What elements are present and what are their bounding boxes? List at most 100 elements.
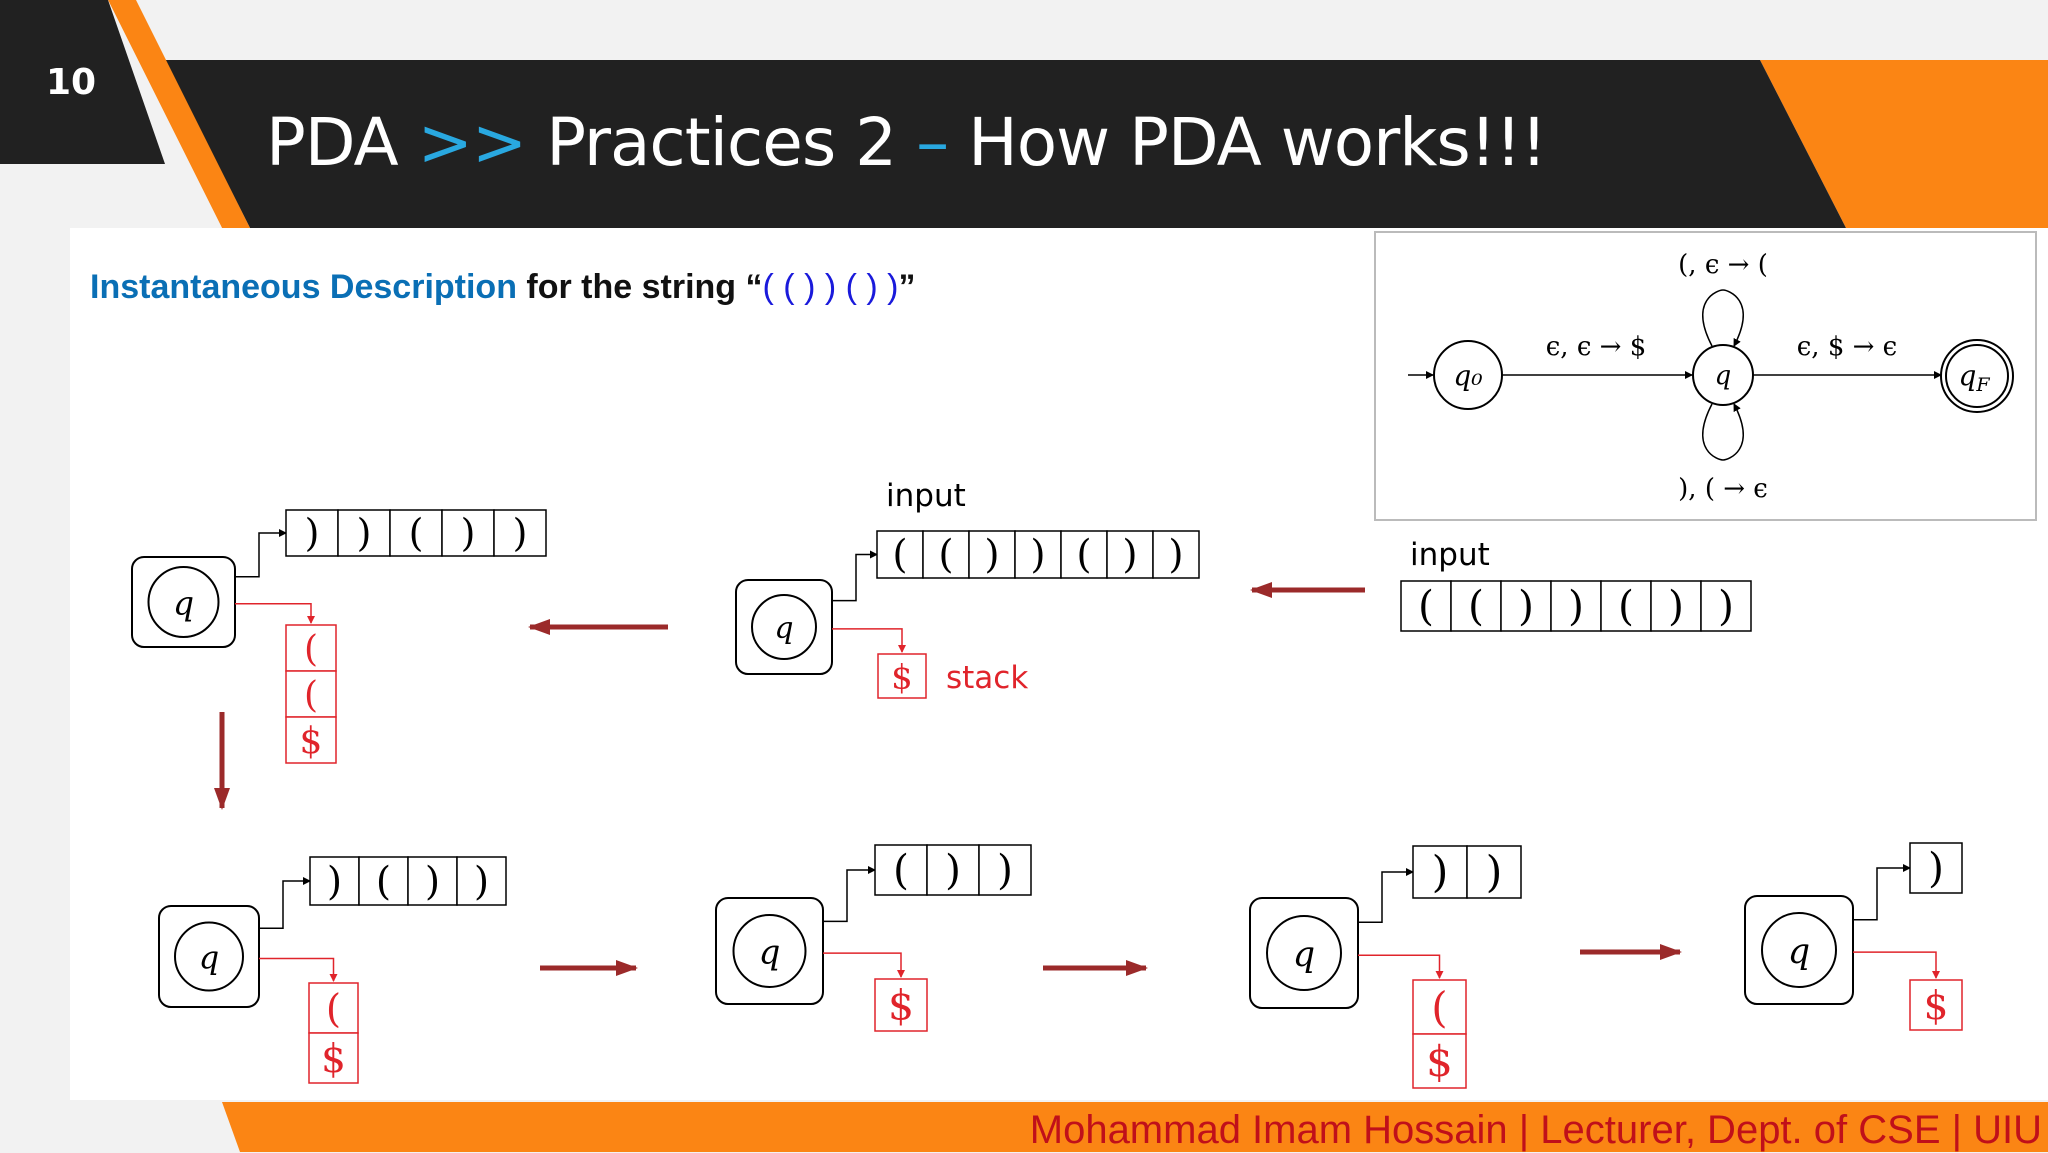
stack: $ [874, 978, 928, 1032]
tape-symbol: ) [1486, 848, 1503, 898]
tape-symbol: ) [513, 511, 528, 555]
title-separator-2: – [916, 104, 949, 181]
input-tape: )) [1412, 845, 1522, 899]
tape-cell [876, 530, 924, 579]
input-head-pointer [823, 866, 876, 923]
initial-input-group: input (())()) [1400, 537, 1752, 632]
initial-input-tape: (())()) [1400, 580, 1752, 632]
tape-cell [358, 856, 409, 906]
tape-cell [1466, 845, 1522, 899]
flow-arrows [214, 582, 1682, 976]
stack-pointer [235, 603, 315, 624]
tape-symbol: ) [357, 511, 372, 555]
tape-symbol: ( [893, 846, 909, 894]
tape-symbol: ( [1618, 582, 1634, 630]
state-circle [1761, 912, 1837, 988]
state-circle [174, 921, 244, 992]
stack-cell [1412, 979, 1467, 1035]
state-qf-sub: F [1975, 374, 1990, 396]
tape-cell [1650, 580, 1702, 632]
stack-symbol: ( [304, 675, 318, 716]
stack-cell [877, 653, 927, 699]
tape-symbol: ) [327, 859, 342, 904]
tape-cell [493, 509, 547, 557]
state-qf-label: q [1958, 359, 1976, 392]
input-tape: ()) [874, 844, 1032, 896]
stack-symbol: $ [1924, 984, 1949, 1029]
state-label: q [199, 938, 219, 976]
tape-symbol: ( [1418, 582, 1434, 630]
tape-cell [1500, 580, 1552, 632]
title-part-1: PDA [266, 104, 399, 181]
state-circle [732, 914, 807, 988]
config-step-3: q)())($ [158, 856, 507, 1084]
stack-symbol: $ [300, 721, 323, 762]
state-qf [1940, 339, 2014, 413]
stack-cell [1909, 979, 1963, 1031]
tape-symbol: ) [1928, 844, 1944, 892]
title-separator-1: >> [417, 104, 528, 181]
stack-pointer [823, 952, 905, 978]
input-head-pointer [235, 529, 287, 578]
svg-text:qF: qF [1958, 359, 1990, 396]
state-q0-label: q₀ [1453, 359, 1482, 392]
input-head-pointer [832, 550, 878, 602]
loop-label-top: (, ϵ → ( [1678, 250, 1768, 280]
stack-cell [874, 978, 928, 1032]
stack-cell [285, 716, 337, 764]
stack: ($ [308, 982, 359, 1084]
tape-symbol: ) [1168, 533, 1183, 578]
stack-symbol: ( [326, 987, 341, 1032]
tape-symbol: ) [1122, 533, 1137, 578]
tape-symbol: ) [945, 846, 961, 894]
input-head-pointer [259, 877, 311, 929]
step1-input-label: input [886, 478, 966, 514]
stack-symbol: $ [891, 657, 913, 697]
state-label: q [759, 933, 781, 973]
input-tape: ) [1909, 842, 1963, 894]
state-q-label: q [1715, 361, 1732, 391]
tape-cell [1412, 845, 1468, 899]
stack-label: stack [946, 660, 1028, 696]
tape-symbol: ( [376, 859, 391, 904]
description-rest: for the string “ [516, 268, 763, 306]
description-line: Instantaneous Description for the string… [90, 268, 915, 307]
tape-symbol: ) [984, 533, 999, 578]
state-label: q [1788, 932, 1810, 972]
stack-cell [1412, 1033, 1467, 1089]
tape-cell [1909, 842, 1963, 894]
config-step-6: q) $ [1744, 842, 1963, 1031]
state-circle [751, 594, 817, 660]
tape-symbol: ) [997, 846, 1013, 894]
tape-symbol: ) [1030, 533, 1045, 578]
input-head-pointer [1358, 868, 1414, 923]
config-step-4: q ()) $ [715, 844, 1032, 1032]
input-tape: (())()) [876, 530, 1200, 579]
pda-diagram: q₀ ϵ, ϵ → $ q (, ϵ → ( ), ( → ϵ ϵ, $ → ϵ… [1374, 231, 2037, 521]
stack-cell [308, 982, 359, 1034]
stack: $ [877, 653, 927, 699]
tape-symbol: ( [892, 533, 907, 578]
title-part-3: How PDA works!!! [968, 104, 1547, 181]
stack-symbol: $ [321, 1037, 346, 1082]
input-head-pointer [1853, 864, 1911, 921]
tape-symbol: ) [425, 859, 440, 904]
edge-label-start: ϵ, ϵ → $ [1546, 332, 1647, 362]
stack: ( ( $ [285, 624, 337, 764]
state-label: q [774, 611, 793, 646]
slide-number: 10 [46, 62, 97, 103]
tape-symbol: ( [1076, 533, 1091, 578]
stack: $ [1909, 979, 1963, 1031]
state-label: q [173, 583, 194, 622]
stack-symbol: ( [304, 629, 318, 670]
stack-symbol: $ [888, 982, 914, 1030]
tape-symbol: ) [461, 511, 476, 555]
edge-label-final: ϵ, $ → ϵ [1797, 332, 1898, 362]
tape-symbol: ) [1668, 582, 1684, 630]
tape-cell [337, 509, 391, 557]
config-step-5: q))($ [1249, 845, 1522, 1089]
stack: ($ [1412, 979, 1467, 1089]
stack-pointer [1358, 954, 1444, 979]
input-tape: ))()) [285, 509, 547, 557]
slide-title: PDA >> Practices 2 – How PDA works!!! [266, 104, 1547, 181]
